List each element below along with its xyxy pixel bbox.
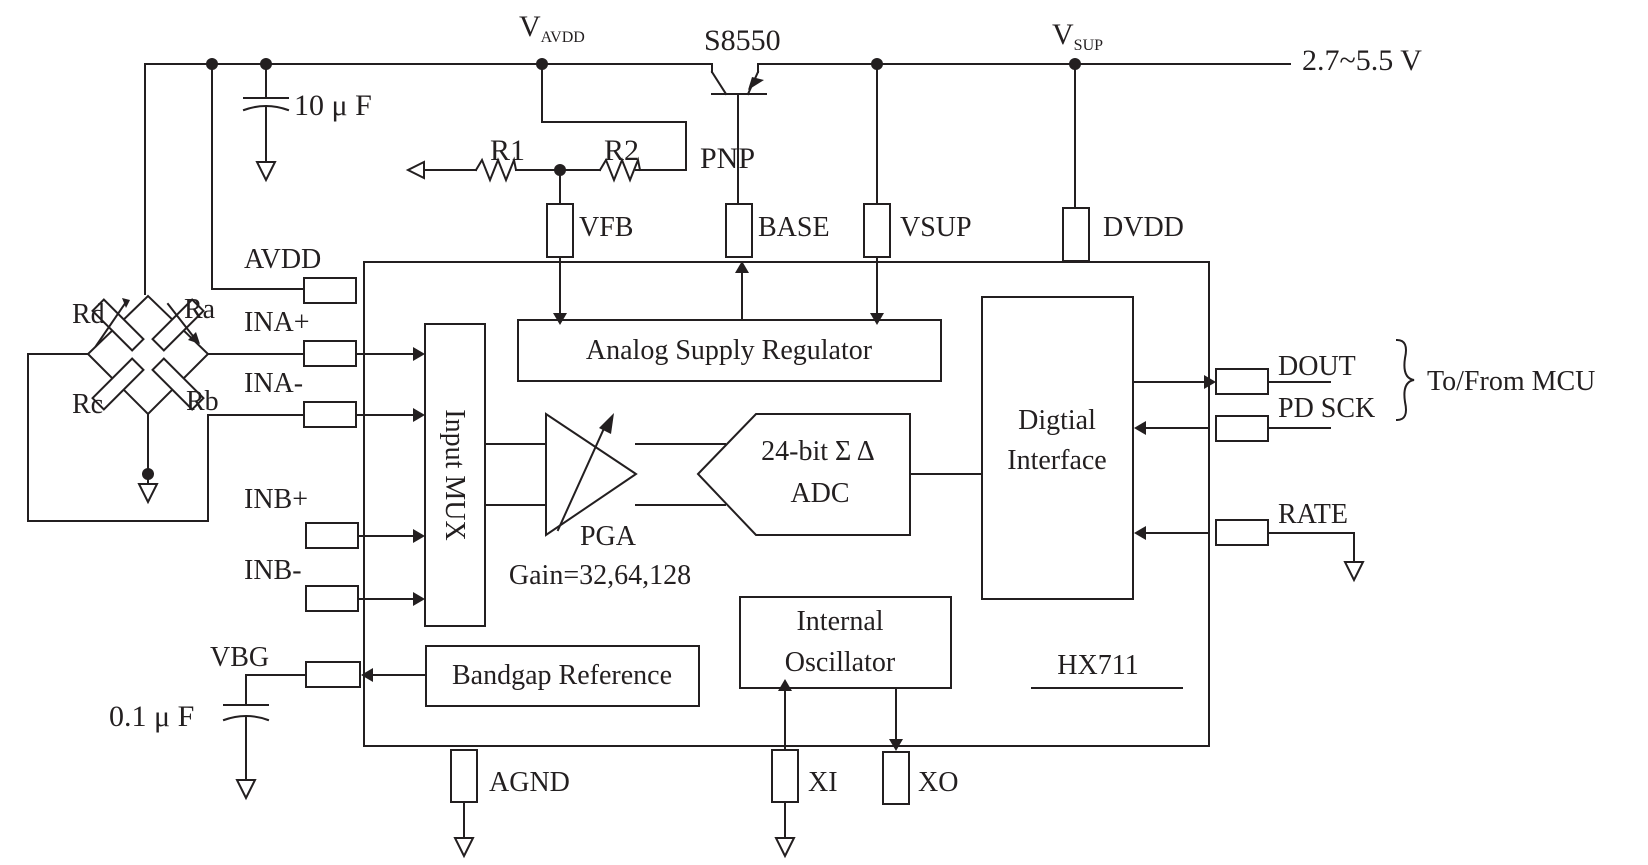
xo-pin <box>882 751 910 805</box>
agnd-label: AGND <box>489 767 570 798</box>
ina-plus-pin <box>303 340 357 367</box>
s8550-label: S8550 <box>704 24 781 57</box>
oscillator-label-line2: Oscillator <box>785 647 896 678</box>
regulator-label: Analog Supply Regulator <box>586 335 873 366</box>
cap-0-1uf-label: 0.1 μ F <box>109 700 194 733</box>
vavdd-label: VAVDD <box>519 10 585 46</box>
agnd-pin <box>450 749 478 803</box>
bandgap-reference-block <box>425 645 700 707</box>
ina-minus-label: INA- <box>244 368 303 399</box>
pnp-transistor <box>710 70 767 96</box>
junction-dots <box>142 58 1081 480</box>
to-from-mcu-label: To/From MCU <box>1427 366 1595 397</box>
r1-label: R1 <box>490 134 525 167</box>
ina-minus-pin <box>303 401 357 428</box>
hx711-label: HX711 <box>1057 650 1138 681</box>
vbg-label: VBG <box>210 642 269 673</box>
cap-10uf-label: 10 μ F <box>294 89 372 122</box>
ina-plus-label: INA+ <box>244 307 310 338</box>
rc-label: Rc <box>72 389 103 420</box>
avdd-label: AVDD <box>244 244 321 275</box>
input-mux-block <box>424 323 486 627</box>
pga-amplifier <box>545 412 638 537</box>
rd-label: Rd <box>72 299 105 330</box>
inb-minus-pin <box>305 585 359 612</box>
vsup-rail-label: VSUP <box>1052 18 1103 54</box>
dvdd-pin <box>1062 207 1090 262</box>
xi-pin <box>771 749 799 803</box>
dout-label: DOUT <box>1278 351 1356 382</box>
adc-label-line1: 24-bit Σ Δ <box>761 436 875 467</box>
input-range-label: 2.7~5.5 V <box>1302 44 1422 77</box>
inb-minus-label: INB- <box>244 555 302 586</box>
base-pin <box>725 203 753 258</box>
wheatstone-bridge <box>27 294 305 522</box>
pd-sck-label: PD SCK <box>1278 393 1375 424</box>
dout-pin <box>1215 368 1269 395</box>
rb-label: Rb <box>186 386 219 417</box>
supply-wiring <box>144 63 1291 295</box>
vfb-label: VFB <box>579 212 633 243</box>
pd-sck-pin <box>1215 415 1269 442</box>
r2-label: R2 <box>604 134 639 167</box>
ra-label: Ra <box>184 294 216 325</box>
digital-interface-label-line1: Digtial <box>1018 405 1096 436</box>
input-mux-label: Input MUX <box>439 409 470 540</box>
r2-resistor <box>598 156 642 183</box>
r1-resistor <box>474 156 518 183</box>
pnp-label: PNP <box>700 142 755 175</box>
gain-label: Gain=32,64,128 <box>509 560 691 591</box>
xo-label: XO <box>918 767 958 798</box>
internal-wiring <box>222 256 1415 859</box>
digital-interface-label-line2: Interface <box>1007 445 1106 476</box>
analog-supply-regulator-block <box>517 319 942 382</box>
inb-plus-label: INB+ <box>244 484 308 515</box>
vbg-pin <box>305 661 361 688</box>
vsup-pin <box>863 203 891 258</box>
digital-interface-block <box>981 296 1134 600</box>
oscillator-label-line1: Internal <box>796 606 883 637</box>
avdd-pin <box>303 277 357 304</box>
adc-label-line2: ADC <box>790 478 849 509</box>
internal-oscillator-block <box>739 596 952 689</box>
base-label: BASE <box>758 212 830 243</box>
inb-plus-pin <box>305 522 359 549</box>
pga-label: PGA <box>580 521 637 552</box>
rate-label: RATE <box>1278 499 1348 530</box>
rate-pin <box>1215 519 1269 546</box>
bandgap-label: Bandgap Reference <box>452 660 672 691</box>
dvdd-label: DVDD <box>1103 212 1184 243</box>
xi-label: XI <box>808 767 838 798</box>
vsup-label: VSUP <box>900 212 972 243</box>
vfb-pin <box>546 203 574 258</box>
